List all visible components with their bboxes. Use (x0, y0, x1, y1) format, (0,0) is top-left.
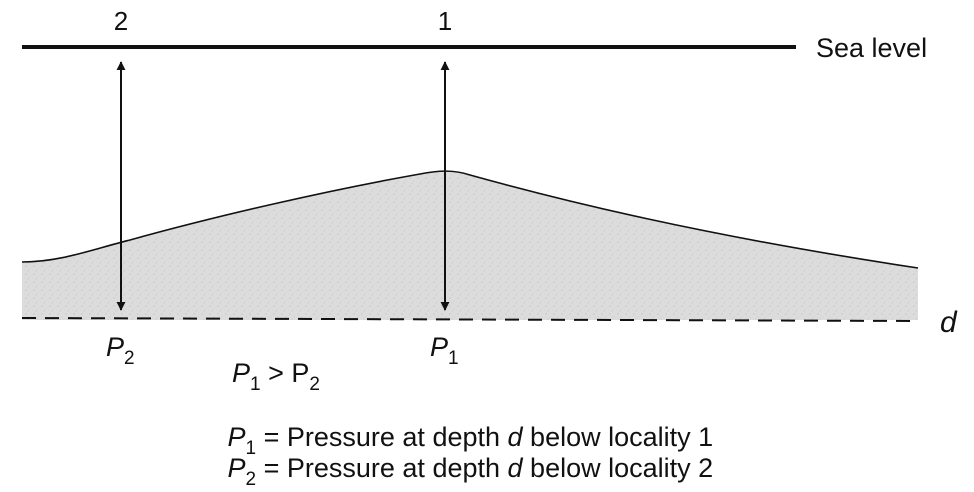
pressure-p2-label: P2 (106, 332, 135, 369)
pressure-p1-label: P1 (430, 332, 459, 369)
legend-line-p2: P2 = Pressure at depth d below locality … (190, 453, 736, 490)
sea-level-label: Sea level (816, 33, 927, 63)
locality-2-label: 2 (114, 6, 128, 36)
locality-1-label: 1 (438, 6, 452, 36)
pressure-inequality: P1 > P2 (232, 358, 320, 395)
depth-label: d (940, 306, 958, 339)
